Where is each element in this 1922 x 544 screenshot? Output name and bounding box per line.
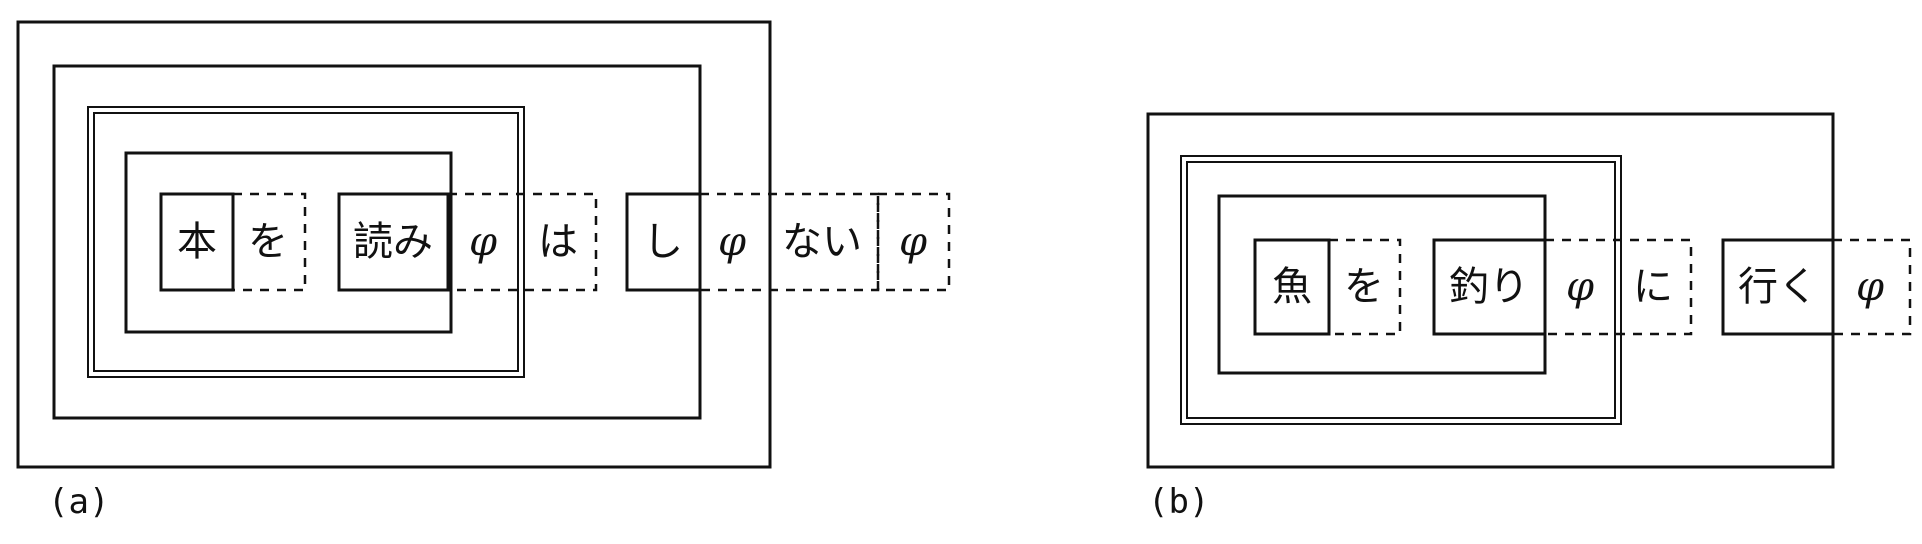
word-phi: φ (718, 219, 746, 265)
particle-box-wo (1327, 238, 1402, 336)
word-phi: φ (469, 219, 497, 265)
word-box-sakana (1253, 238, 1331, 336)
word-shi: し (643, 219, 683, 265)
double-box-inner-a (93, 112, 519, 372)
word-wa: は (538, 219, 578, 265)
particle-box-wo (231, 192, 307, 292)
particle-box-phi-ni (1543, 238, 1693, 336)
word-sakana: 魚 (1272, 264, 1312, 310)
word-ni: に (1633, 264, 1673, 310)
word-phi: φ (1856, 264, 1884, 310)
word-box-hon (159, 192, 235, 292)
outer-box-a (16, 20, 772, 469)
word-box-yomi (337, 192, 450, 292)
inner-box-a (124, 151, 453, 334)
word-nai: ない (782, 219, 862, 265)
double-box-inner-b (1186, 161, 1616, 419)
word-hon: 本 (177, 219, 217, 265)
word-wo: を (248, 219, 288, 265)
word-yomi: 読み (353, 219, 433, 265)
word-wo: を (1344, 264, 1384, 310)
panel-a: 本 を 読み φ は し φ ない φ (16, 20, 951, 469)
double-box-outer-b (1180, 155, 1622, 425)
word-tsuri: 釣り (1449, 264, 1529, 310)
word-phi: φ (1566, 264, 1594, 310)
word-iku: 行く (1738, 264, 1818, 310)
particle-box-phi-end (876, 192, 951, 292)
particle-box-phi-nai (698, 192, 880, 292)
panel-label-b: (b) (1148, 482, 1210, 522)
panel-label-a: (a) (48, 482, 110, 522)
word-phi: φ (899, 219, 927, 265)
particle-box-phi-end (1831, 238, 1912, 336)
double-box-outer-a (87, 106, 525, 378)
particle-box-phi-wa (446, 192, 598, 292)
panel-b: 魚 を 釣り φ に 行く φ (1146, 112, 1912, 469)
